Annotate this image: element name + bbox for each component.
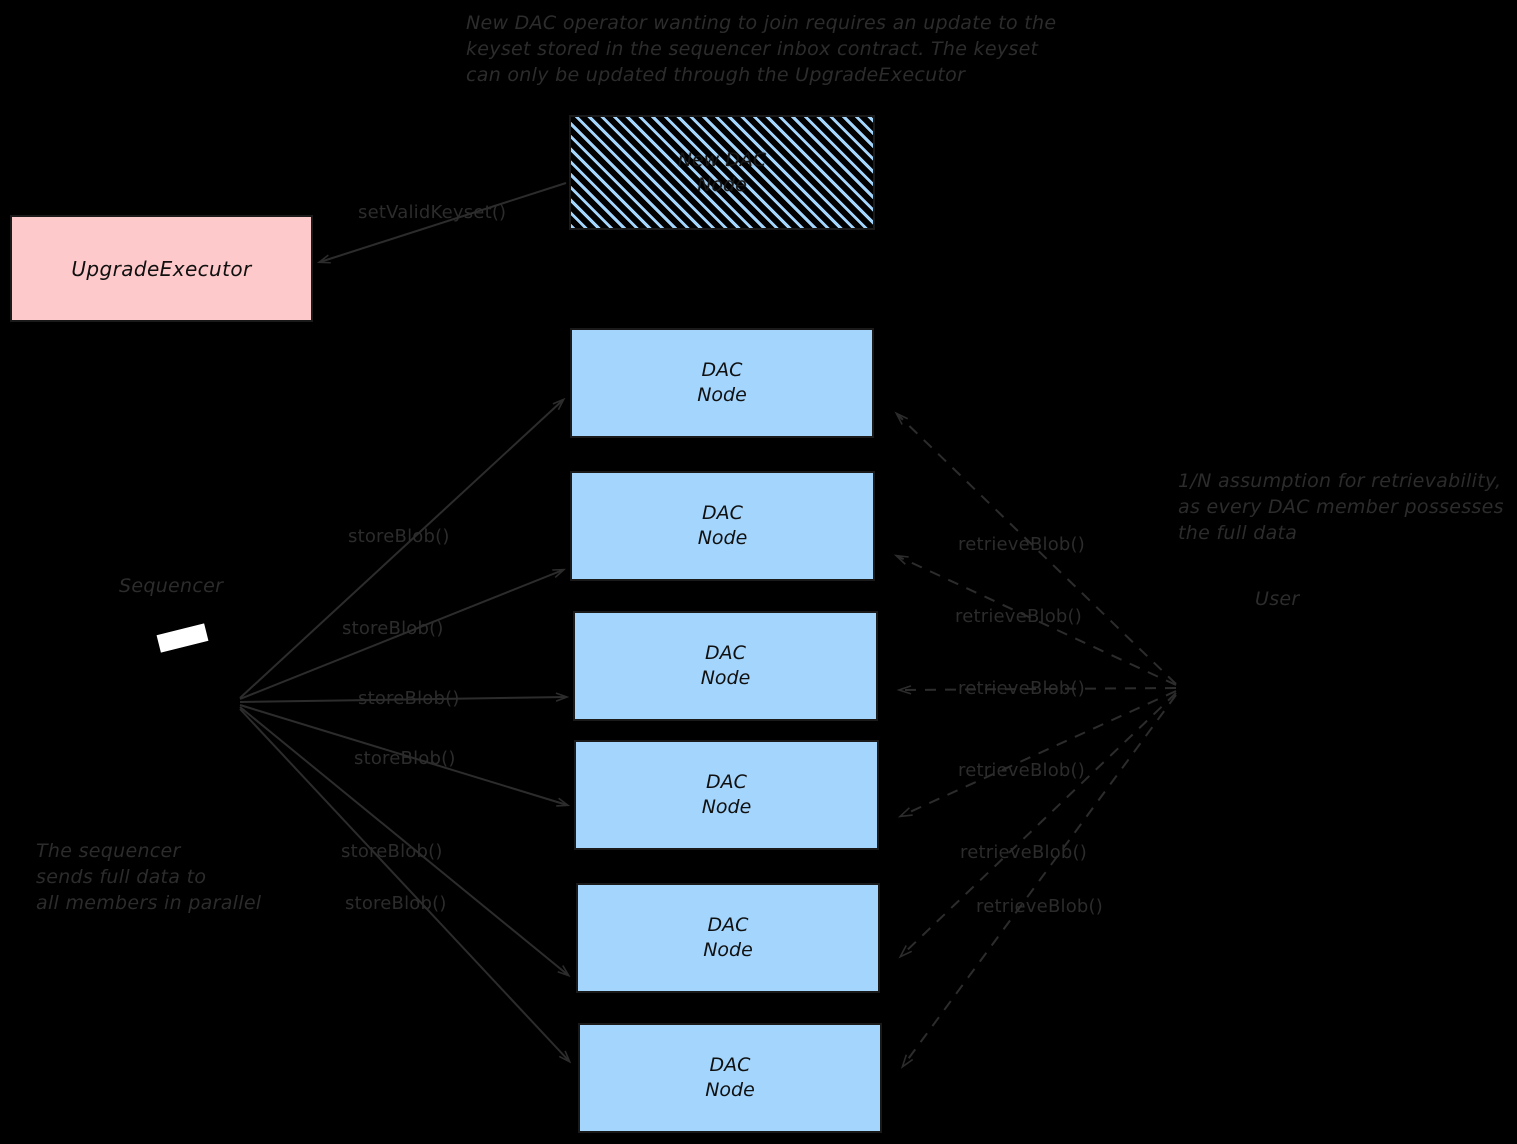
edge-label-store-blob-1: storeBlob(): [348, 526, 450, 547]
dac-node-1-line1: DAC: [701, 359, 743, 381]
dac-node-3-line2: Node: [700, 667, 751, 689]
edge-set-valid-keyset: [320, 182, 567, 262]
dac-node-5-line1: DAC: [707, 914, 749, 936]
user-label: User: [1255, 588, 1300, 610]
edge-label-store-blob-6: storeBlob(): [345, 893, 447, 914]
upgrade-executor-label: UpgradeExecutor: [71, 256, 252, 281]
new-dac-node-line2: Node: [697, 173, 747, 196]
note-retrievability: 1/N assumption for retrievability, as ev…: [1178, 470, 1504, 544]
edge-label-retrieve-blob-2: retrieveBlob(): [955, 606, 1082, 627]
edge-store-blob-group: [239, 400, 569, 1061]
edge-label-store-blob-4: storeBlob(): [354, 748, 456, 769]
edge-label-retrieve-blob-1: retrieveBlob(): [958, 534, 1085, 555]
edge-label-store-blob-2: storeBlob(): [342, 618, 444, 639]
dac-node-box-2[interactable]: DAC Node: [570, 471, 875, 581]
note-keyset-update: New DAC operator wanting to join require…: [466, 12, 1057, 86]
dac-node-2-line2: Node: [697, 527, 748, 549]
edge-retrieve-blob-group: [893, 411, 1177, 1069]
edge-label-set-valid-keyset: setValidKeyset(): [358, 202, 507, 223]
dac-node-box-4[interactable]: DAC Node: [574, 740, 879, 850]
dac-node-box-5[interactable]: DAC Node: [576, 883, 880, 993]
dac-node-3-line1: DAC: [705, 642, 746, 664]
new-dac-node-box[interactable]: New DAC Node: [569, 115, 875, 230]
edge-label-retrieve-blob-6: retrieveBlob(): [976, 896, 1103, 917]
new-dac-node-line1: New DAC: [677, 148, 767, 171]
sequencer-label: Sequencer: [119, 575, 224, 597]
dac-node-2-line1: DAC: [702, 502, 743, 524]
dac-node-4-line2: Node: [701, 796, 752, 818]
dac-node-6-line1: DAC: [709, 1054, 751, 1076]
dac-node-5-line2: Node: [703, 939, 753, 961]
edge-label-retrieve-blob-4: retrieveBlob(): [958, 760, 1085, 781]
edge-label-store-blob-5: storeBlob(): [341, 841, 443, 862]
dac-node-4-line1: DAC: [706, 771, 747, 793]
dac-node-box-1[interactable]: DAC Node: [570, 328, 874, 438]
dac-node-box-6[interactable]: DAC Node: [578, 1023, 882, 1133]
dac-node-1-line2: Node: [697, 384, 747, 406]
note-sequencer-parallel: The sequencer sends full data to all mem…: [36, 840, 262, 914]
edge-label-retrieve-blob-3: retrieveBlob(): [958, 678, 1085, 699]
dac-node-box-3[interactable]: DAC Node: [573, 611, 878, 721]
edge-label-store-blob-3: storeBlob(): [358, 688, 460, 709]
edge-label-retrieve-blob-5: retrieveBlob(): [960, 842, 1087, 863]
dac-node-6-line2: Node: [705, 1079, 755, 1101]
upgrade-executor-box[interactable]: UpgradeExecutor: [10, 215, 313, 322]
